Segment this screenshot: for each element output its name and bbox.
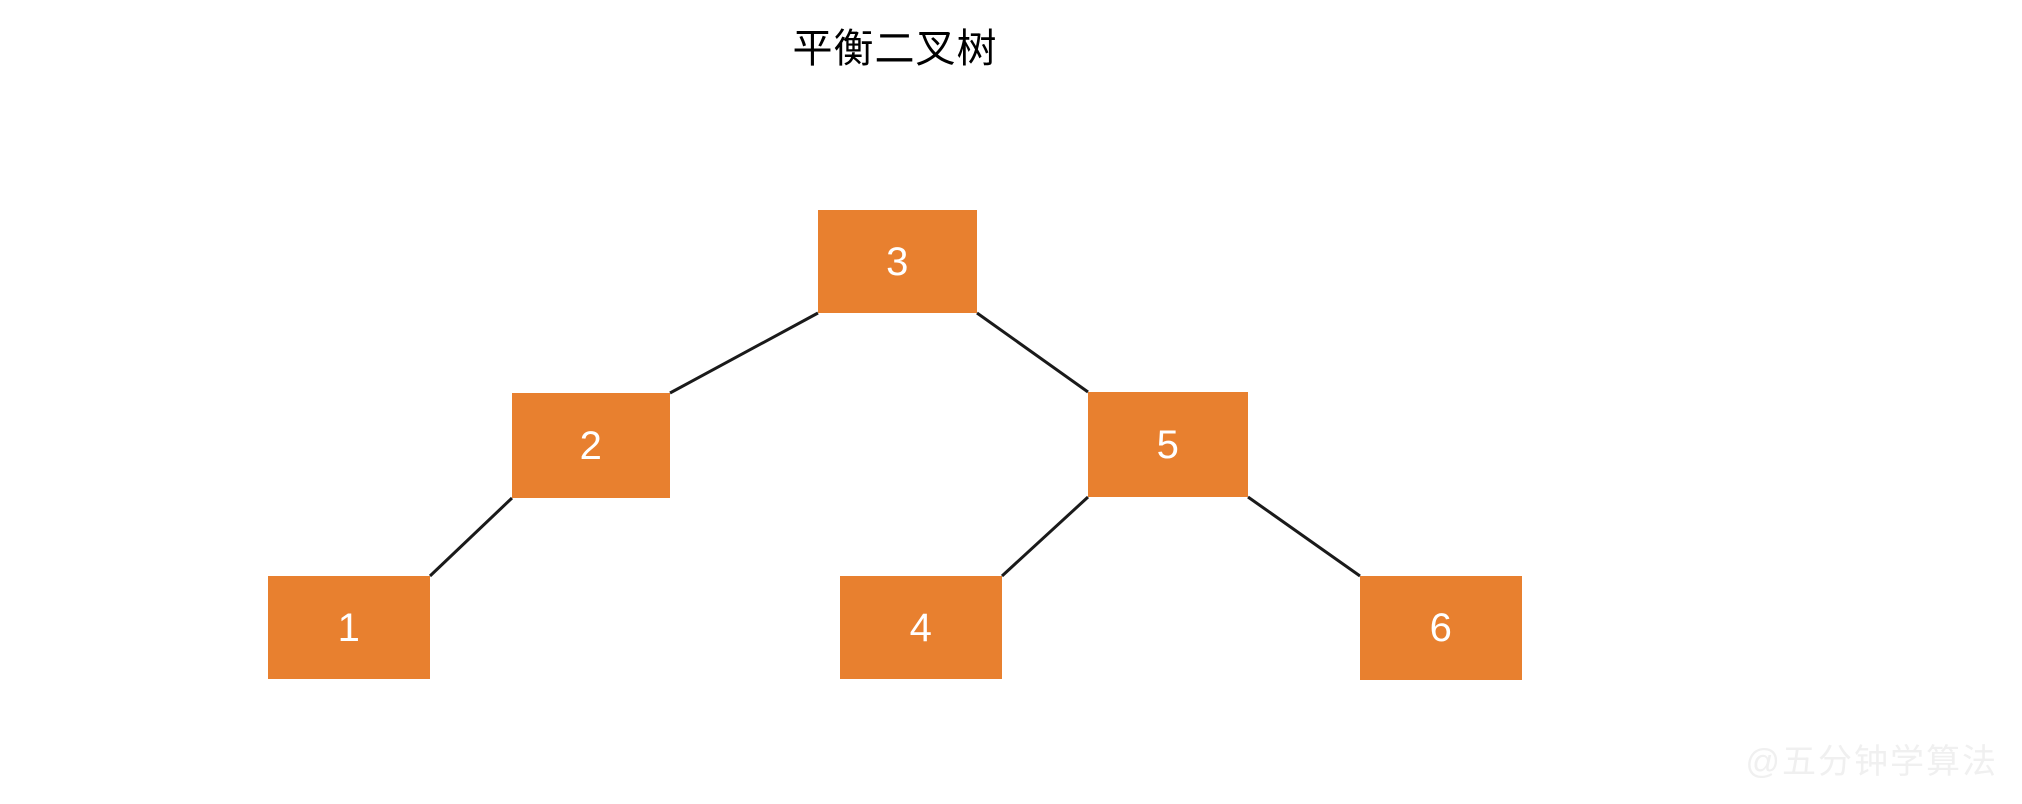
tree-node-4[interactable]: 4 bbox=[840, 576, 1002, 679]
tree-node-2[interactable]: 2 bbox=[512, 393, 670, 498]
tree-node-1[interactable]: 1 bbox=[268, 576, 430, 679]
tree-node-3[interactable]: 3 bbox=[818, 210, 977, 313]
tree-node-label: 3 bbox=[886, 239, 909, 284]
tree-edge-n3-n2 bbox=[669, 311, 819, 395]
tree-node-label: 1 bbox=[337, 605, 361, 650]
page-title: 平衡二叉树 bbox=[792, 27, 998, 71]
tree-node-5[interactable]: 5 bbox=[1088, 392, 1248, 497]
tree-node-label: 5 bbox=[1156, 422, 1180, 467]
watermark: @五分钟学算法 bbox=[1745, 743, 1998, 781]
tree-node-label: 2 bbox=[579, 423, 603, 468]
tree-edge-n3-n5 bbox=[976, 311, 1089, 394]
tree-edge-n5-n4 bbox=[1000, 495, 1090, 578]
tree-edge-n2-n1 bbox=[428, 496, 514, 578]
tree-edge-n5-n6 bbox=[1247, 495, 1361, 578]
tree-node-6[interactable]: 6 bbox=[1360, 576, 1522, 680]
tree-node-label: 4 bbox=[909, 605, 933, 650]
tree-node-label: 6 bbox=[1429, 606, 1453, 650]
